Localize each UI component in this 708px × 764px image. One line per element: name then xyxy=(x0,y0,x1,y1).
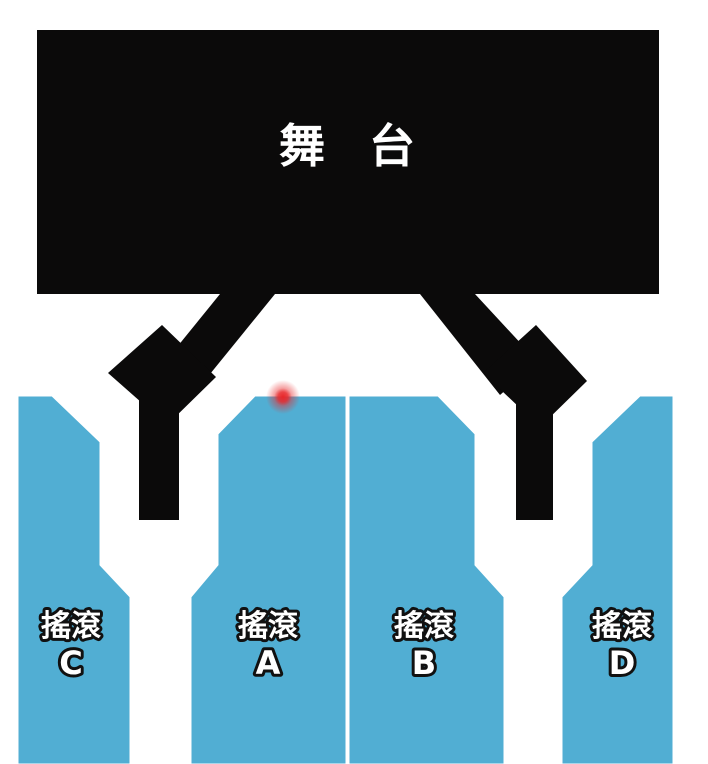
zone-a-letter: A xyxy=(256,644,281,682)
left-runway-diamond xyxy=(108,325,216,425)
zone-b-letter: B xyxy=(412,644,436,682)
zone-b[interactable] xyxy=(348,395,505,764)
zone-d[interactable] xyxy=(561,395,674,764)
zone-d-letter: D xyxy=(609,644,636,682)
zone-c-title: 搖滾 xyxy=(41,609,102,644)
seat-zones xyxy=(17,395,674,764)
zone-d-title: 搖滾 xyxy=(592,609,653,644)
zone-labels: 搖滾 C 搖滾 A 搖滾 B 搖滾 D xyxy=(38,606,656,685)
zone-c[interactable] xyxy=(17,395,131,764)
zone-a[interactable] xyxy=(190,395,347,764)
stage-label: 舞 台 xyxy=(279,119,429,173)
runways xyxy=(108,294,587,520)
location-dot-icon xyxy=(266,380,300,414)
right-runway-diamond xyxy=(483,325,587,427)
right-runway-stem xyxy=(516,398,553,520)
stage xyxy=(37,30,659,294)
zone-c-letter: C xyxy=(59,644,82,682)
left-runway-stem xyxy=(139,398,179,520)
zone-b-title: 搖滾 xyxy=(394,609,455,644)
zone-a-title: 搖滾 xyxy=(238,609,299,644)
